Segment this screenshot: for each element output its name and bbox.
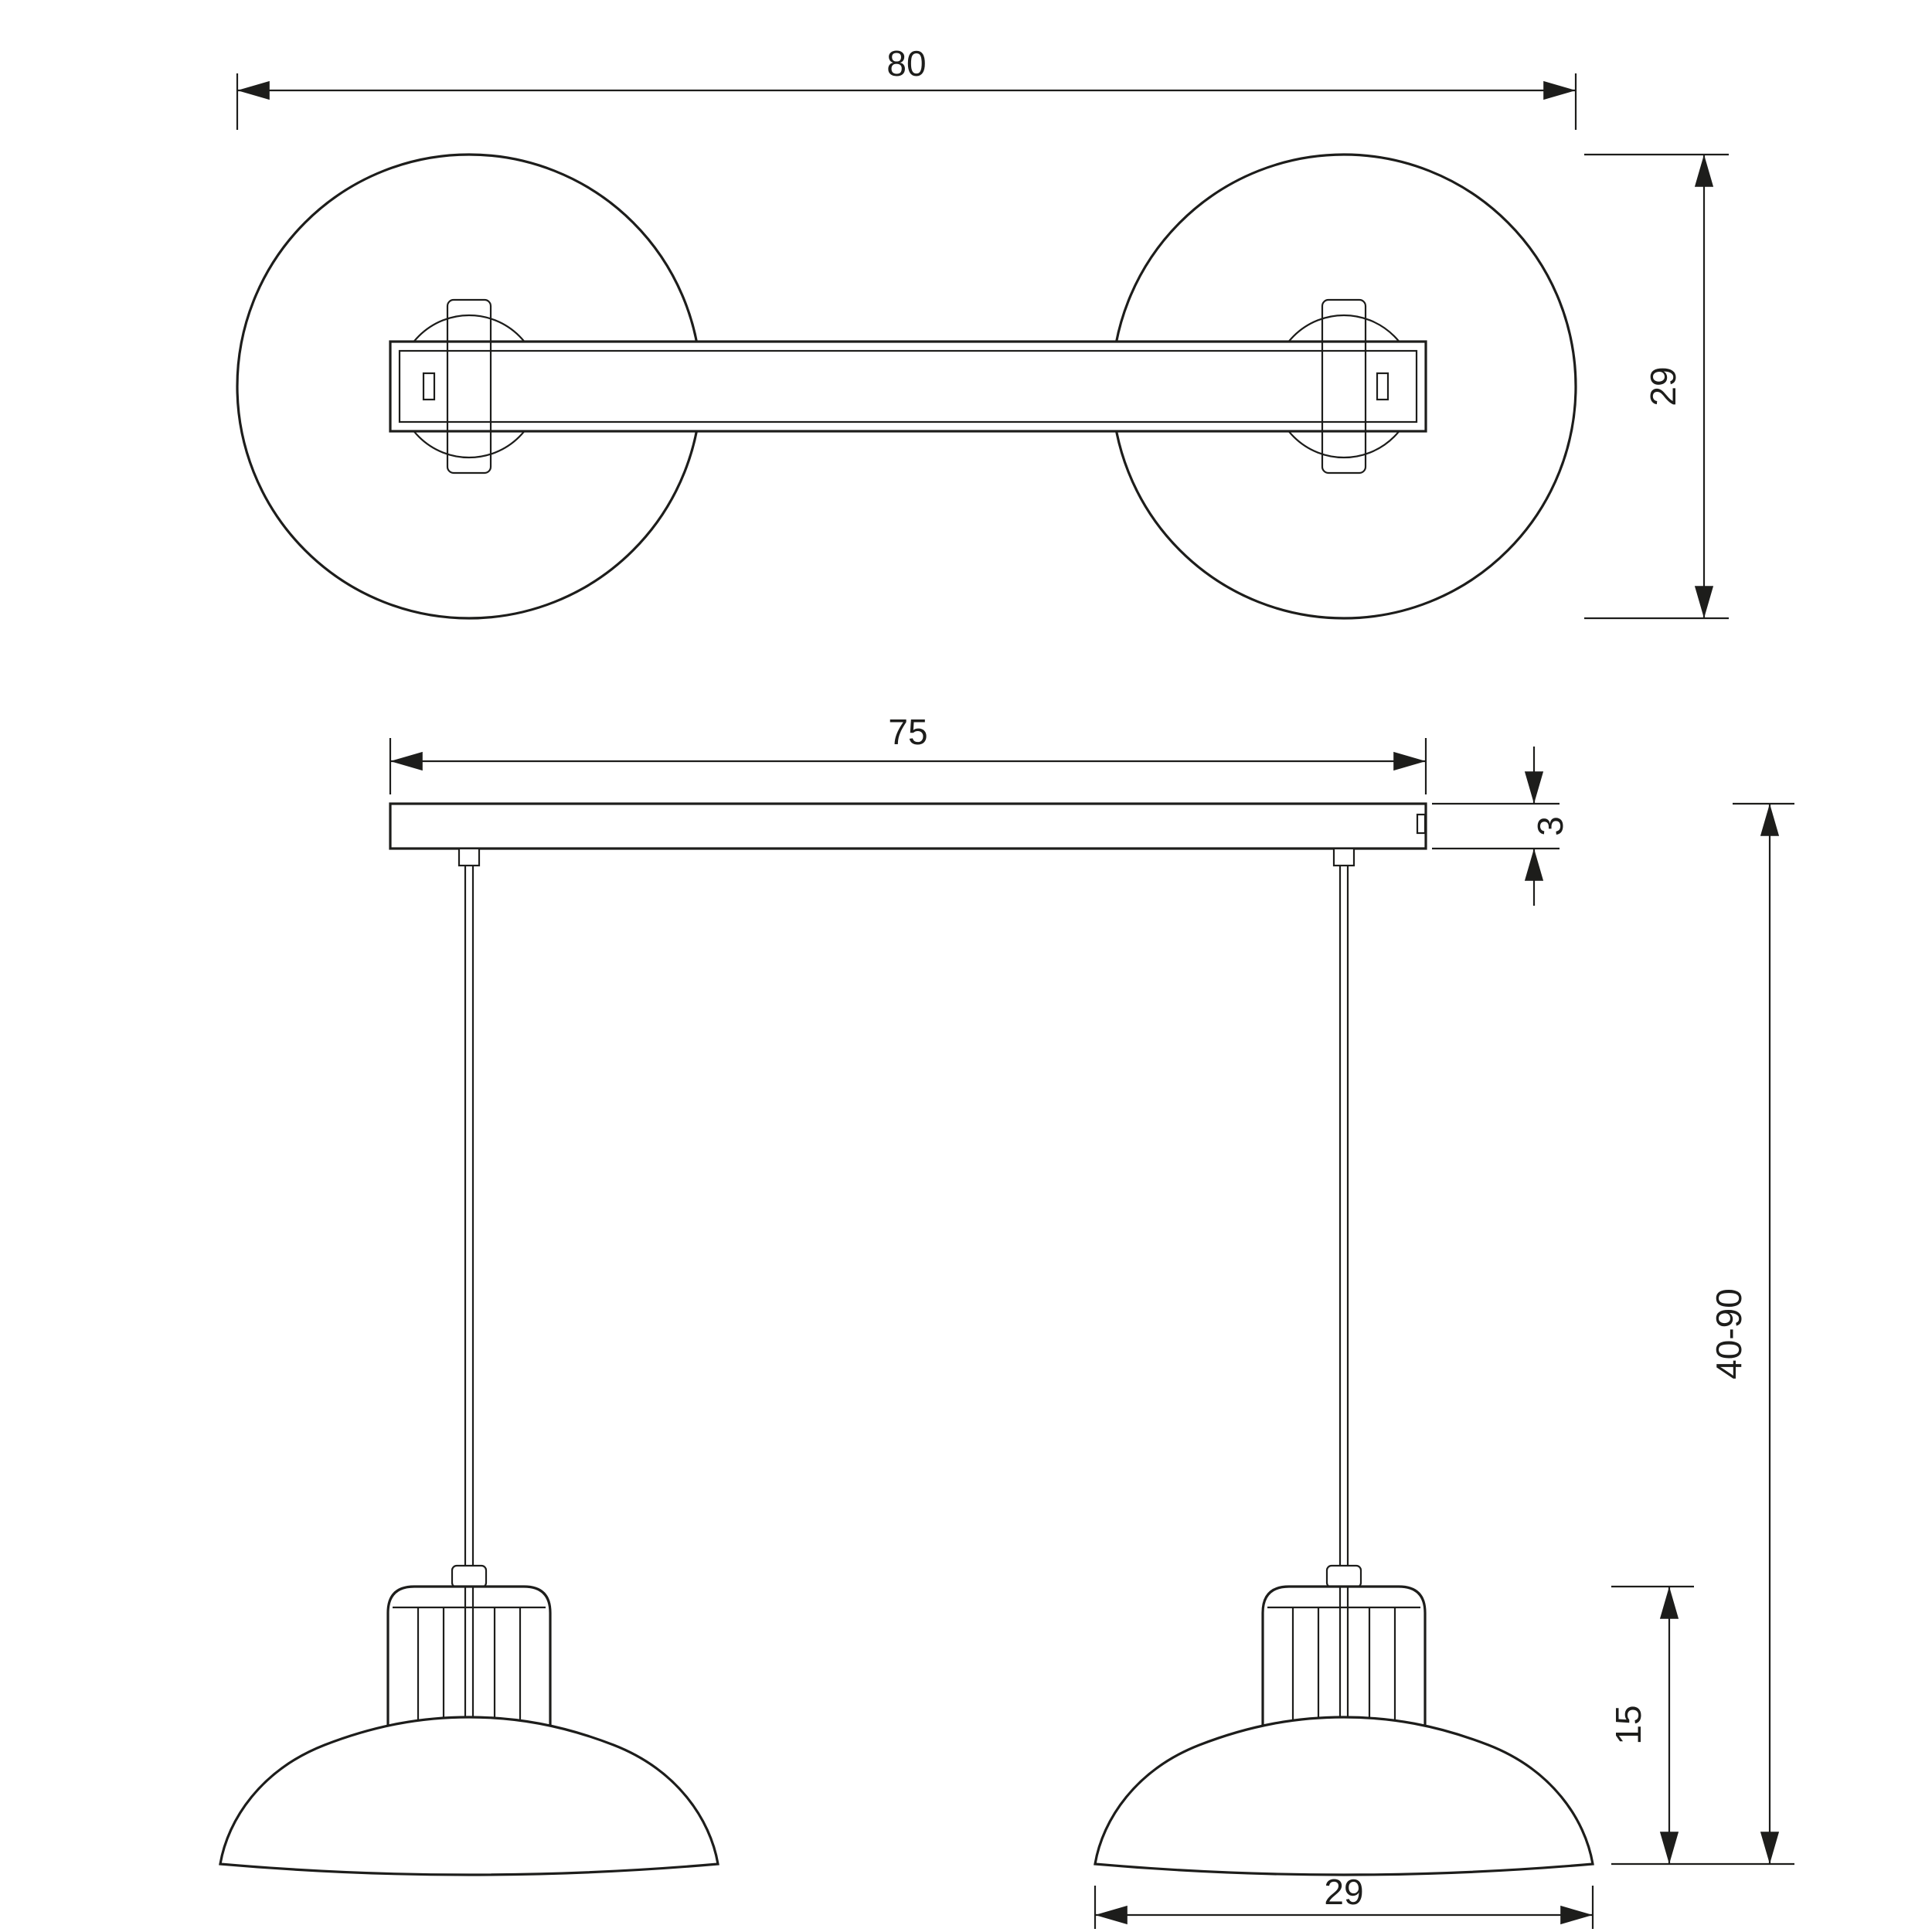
top-view-right-strap <box>1321 298 1367 474</box>
top-view-right-screw-slot <box>1376 372 1389 401</box>
top-view-mounting-bar <box>389 340 1427 433</box>
dim-front-shade-diameter: 29 <box>1094 1872 1594 1929</box>
dim-label-front-shade-diameter: 29 <box>1324 1872 1363 1912</box>
dim-label-front-bar-length: 75 <box>888 712 927 752</box>
dim-front-suspension-range: 40-90 <box>1611 802 1794 1866</box>
front-view-bar-end-screw <box>1416 813 1427 835</box>
dim-label-front-suspension-range: 40-90 <box>1709 1288 1749 1379</box>
front-view-left-pendant <box>219 847 719 1876</box>
top-view <box>236 153 1577 620</box>
front-view <box>219 802 1594 1876</box>
dim-label-top-shade-diameter: 29 <box>1643 366 1683 406</box>
dim-front-shade-height: 15 <box>1608 1585 1694 1864</box>
front-view-right-pendant <box>1094 847 1594 1876</box>
front-view-ceiling-bar <box>389 802 1427 850</box>
dim-top-shade-diameter: 29 <box>1584 153 1729 620</box>
top-view-bar-inner-frame <box>398 349 1418 423</box>
top-view-left-screw-slot <box>422 372 436 401</box>
dim-top-overall-width: 80 <box>236 43 1577 130</box>
dim-label-front-bar-thickness: 3 <box>1530 816 1570 836</box>
dim-front-bar-thickness: 3 <box>1432 747 1570 906</box>
dim-label-front-shade-height: 15 <box>1608 1705 1648 1744</box>
dim-front-bar-length: 75 <box>389 712 1427 794</box>
dim-label-top-overall-width: 80 <box>886 43 926 83</box>
top-view-left-strap <box>446 298 492 474</box>
dimensions: 80 29 75 3 40-90 <box>236 43 1794 1929</box>
